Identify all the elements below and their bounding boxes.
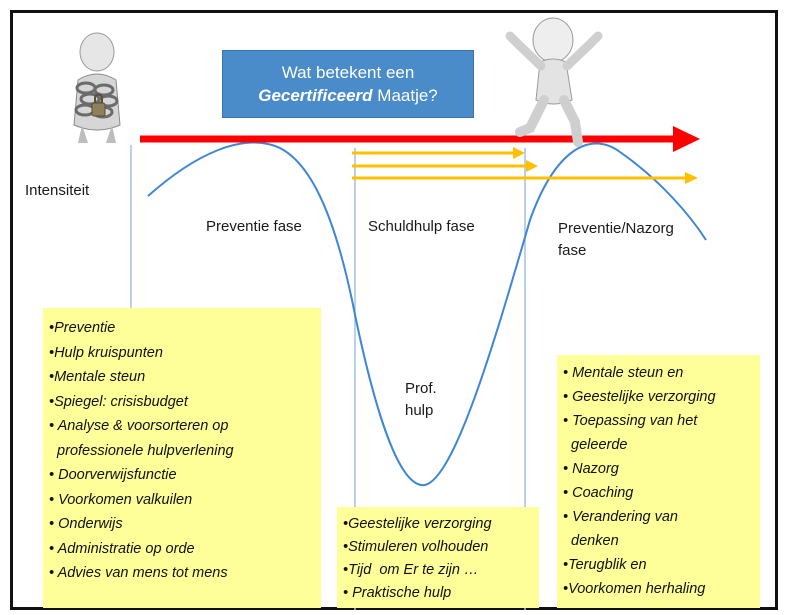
orange-arrowhead-1 <box>513 147 525 159</box>
left-note-item: •Spiegel: crisisbudget <box>49 393 188 410</box>
right-note-item: •Terugblik en <box>563 557 647 573</box>
middle-note-item: •Tijd om Er te zijn … <box>343 562 479 578</box>
prof-help-line-2: hulp <box>405 402 434 419</box>
title-box: Wat betekent een Gecertificeerd Maatje? <box>222 50 474 118</box>
title-line-2: Gecertificeerd Maatje? <box>223 84 473 107</box>
right-note-item: • Verandering van <box>563 509 678 525</box>
left-note-item: • Advies van mens tot mens <box>49 565 228 581</box>
right-note-item: • Toepassing van het <box>563 413 698 429</box>
left-note-box: •Preventie •Hulp kruispunten •Mentale st… <box>43 308 321 608</box>
right-note-item: denken <box>563 533 619 549</box>
phase-label-prevention: Preventie fase <box>206 218 302 235</box>
middle-note-item: •Stimuleren volhouden <box>343 539 489 555</box>
prof-help-line-1: Prof. <box>405 380 437 397</box>
phase-label-aftercare: Preventie/Nazorg fase <box>558 218 674 262</box>
right-note-item: • Mentale steun en <box>563 365 684 381</box>
phase-label-aftercare-line-2: fase <box>558 242 587 259</box>
middle-note-box: •Geestelijke verzorging •Stimuleren volh… <box>337 507 539 608</box>
title-bold-word: Gecertificeerd <box>258 86 373 105</box>
right-note-item: geleerde <box>563 437 628 453</box>
left-note-item: • Analyse & voorsorteren op <box>49 418 229 434</box>
orange-arrowhead-3 <box>685 172 698 184</box>
right-note-item: • Nazorg <box>563 461 619 477</box>
middle-note-item: • Praktische hulp <box>343 585 452 601</box>
left-note-item: •Mentale steun <box>49 369 146 385</box>
title-line-2-rest: Maatje? <box>372 86 438 105</box>
right-note-item: • Geestelijke verzorging <box>563 389 716 405</box>
diagram-border <box>10 10 778 610</box>
left-note-item: •Preventie <box>49 320 116 336</box>
right-note-item: • Coaching <box>563 485 634 501</box>
intensity-curve <box>147 141 707 487</box>
right-note-item: •Voorkomen herhaling <box>563 581 706 597</box>
jumping-person-icon <box>505 17 603 147</box>
left-note-item: • Onderwijs <box>49 516 123 532</box>
left-note-item: • Voorkomen valkuilen <box>49 491 193 508</box>
right-note-box: • Mentale steun en • Geestelijke verzorg… <box>557 355 760 608</box>
left-note-item: • Doorverwijsfunctie <box>49 467 177 483</box>
orange-arrowhead-2 <box>526 160 538 172</box>
axis-label-intensity: Intensiteit <box>25 182 90 199</box>
title-line-1: Wat betekent een <box>281 63 415 82</box>
phase-label-debt-help: Schuldhulp fase <box>368 218 475 235</box>
left-note-item: •Hulp kruispunten <box>49 344 163 361</box>
left-note-item: • Administratie op orde <box>49 540 195 557</box>
person-in-chains-icon <box>73 32 121 143</box>
left-note-item: professionele hulpverlening <box>49 442 234 459</box>
phase-label-aftercare-line-1: Preventie/Nazorg <box>558 220 674 237</box>
prof-help-label: Prof. hulp <box>405 378 437 422</box>
middle-note-item: •Geestelijke verzorging <box>343 516 492 532</box>
main-arrowhead <box>673 126 700 152</box>
